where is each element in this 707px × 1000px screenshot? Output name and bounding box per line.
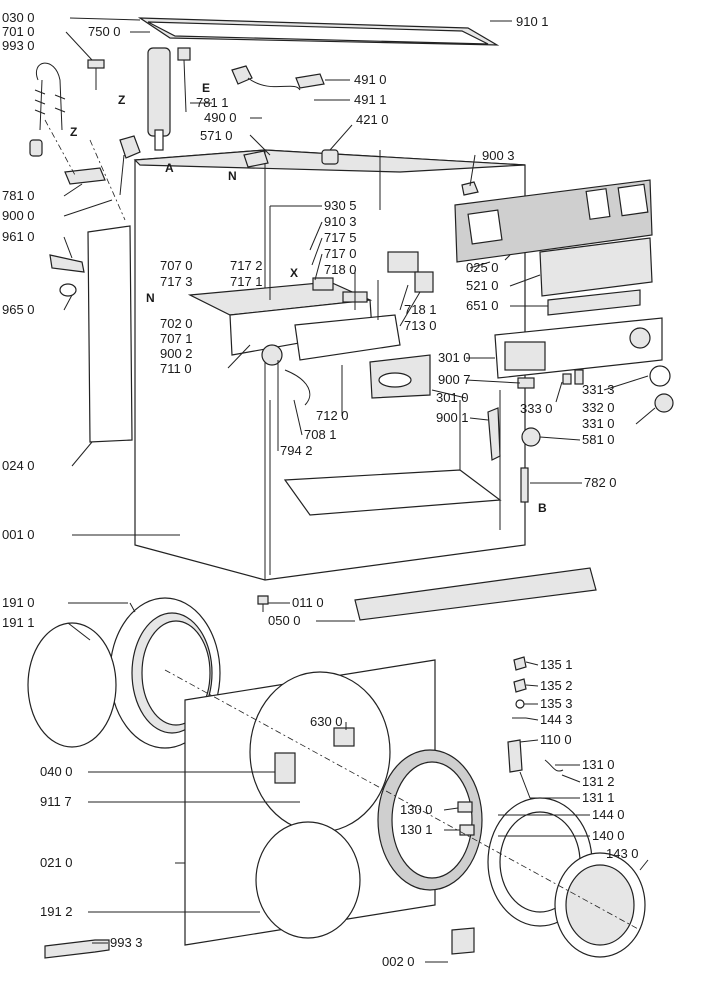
label-717-1: 717 1 <box>230 274 263 289</box>
label-707-1: 707 1 <box>160 331 193 346</box>
letter-z-top: Z <box>118 93 125 107</box>
label-144-0: 144 0 <box>592 807 625 822</box>
label-025-0: 025 0 <box>466 260 499 275</box>
letter-a: A <box>165 161 174 175</box>
label-021-0: 021 0 <box>40 855 73 870</box>
label-001-0: 001 0 <box>2 527 35 542</box>
label-993-0: 993 0 <box>2 38 35 53</box>
label-961-0: 961 0 <box>2 229 35 244</box>
label-143-0: 143 0 <box>606 846 639 861</box>
label-571-0: 571 0 <box>200 128 233 143</box>
label-750-0: 750 0 <box>88 24 121 39</box>
label-490-0: 490 0 <box>204 110 237 125</box>
letter-b: B <box>538 501 547 515</box>
label-024-0: 024 0 <box>2 458 35 473</box>
label-713-0: 713 0 <box>404 318 437 333</box>
control-panel <box>454 179 674 503</box>
label-491-1: 491 1 <box>354 92 387 107</box>
label-191-0: 191 0 <box>2 595 35 610</box>
label-130-1: 130 1 <box>400 822 433 837</box>
label-191-1: 191 1 <box>2 615 35 630</box>
damper-z <box>147 47 191 151</box>
label-030-0: 030 0 <box>2 10 35 25</box>
front-panel <box>184 659 436 946</box>
label-130-0: 130 0 <box>400 802 433 817</box>
kick-plate <box>257 567 597 621</box>
letter-e: E <box>202 81 210 95</box>
label-702-0: 702 0 <box>160 316 193 331</box>
label-711-0: 711 0 <box>160 361 192 376</box>
label-717-2: 717 2 <box>230 258 263 273</box>
label-581-0: 581 0 <box>582 432 615 447</box>
label-965-0: 965 0 <box>2 302 35 317</box>
label-050-0: 050 0 <box>268 613 301 628</box>
label-333-0: 333 0 <box>520 401 553 416</box>
label-717-5: 717 5 <box>324 230 357 245</box>
filler-hose-assembly <box>29 59 106 185</box>
label-630-0: 630 0 <box>310 714 343 729</box>
label-900-3: 900 3 <box>482 148 515 163</box>
label-993-3: 993 3 <box>110 935 143 950</box>
cabinet-body <box>133 149 526 581</box>
inlet-valve <box>119 65 339 196</box>
label-110-0: 110 0 <box>540 732 572 747</box>
label-910-3: 910 3 <box>324 214 357 229</box>
drain-tool <box>44 939 110 959</box>
label-521-0: 521 0 <box>466 278 499 293</box>
detergent-dispenser <box>187 251 434 406</box>
label-331-0: 331 0 <box>582 416 615 431</box>
label-131-2: 131 2 <box>582 774 615 789</box>
label-900-2: 900 2 <box>160 346 193 361</box>
label-011-0: 011 0 <box>292 595 324 610</box>
label-491-0: 491 0 <box>354 72 387 87</box>
label-135-2: 135 2 <box>540 678 573 693</box>
label-911-7: 911 7 <box>40 794 72 809</box>
letter-n-top: N <box>228 169 237 183</box>
label-900-0: 900 0 <box>2 208 35 223</box>
label-930-5: 930 5 <box>324 198 357 213</box>
reference-letters: Z Z E N A X N B <box>70 81 547 515</box>
leader-lines <box>63 17 656 963</box>
letter-n-mid: N <box>146 291 155 305</box>
label-782-0: 782 0 <box>584 475 617 490</box>
label-718-1: 718 1 <box>404 302 437 317</box>
label-910-1: 910 1 <box>516 14 549 29</box>
label-794-2: 794 2 <box>280 443 313 458</box>
label-707-0: 707 0 <box>160 258 193 273</box>
label-708-1: 708 1 <box>304 427 337 442</box>
top-lid <box>137 17 500 46</box>
part-labels: 030 0 701 0 993 0 750 0 910 1 491 0 491 … <box>2 10 639 969</box>
label-781-1: 781 1 <box>196 95 229 110</box>
label-701-0: 701 0 <box>2 24 35 39</box>
label-131-0: 131 0 <box>582 757 615 772</box>
letter-x: X <box>290 266 298 280</box>
label-002-0: 002 0 <box>382 954 415 969</box>
label-712-0: 712 0 <box>316 408 349 423</box>
rear-panel <box>49 225 133 443</box>
label-331-3: 331 3 <box>582 382 615 397</box>
label-900-1: 900 1 <box>436 410 469 425</box>
label-135-3: 135 3 <box>540 696 573 711</box>
axis-lines <box>44 119 641 931</box>
label-131-1: 131 1 <box>582 790 615 805</box>
label-421-0: 421 0 <box>356 112 389 127</box>
label-144-3: 144 3 <box>540 712 573 727</box>
label-717-0: 717 0 <box>324 246 357 261</box>
label-900-7: 900 7 <box>438 372 471 387</box>
door-lock-hardware <box>507 656 564 773</box>
letter-z-left: Z <box>70 125 77 139</box>
label-301-0-top: 301 0 <box>438 350 471 365</box>
label-332-0: 332 0 <box>582 400 615 415</box>
label-717-3: 717 3 <box>160 274 193 289</box>
label-140-0: 140 0 <box>592 828 625 843</box>
label-651-0: 651 0 <box>466 298 499 313</box>
label-718-0: 718 0 <box>324 262 357 277</box>
label-040-0: 040 0 <box>40 764 73 779</box>
label-781-0: 781 0 <box>2 188 35 203</box>
label-191-2: 191 2 <box>40 904 73 919</box>
label-301-0-bottom: 301 0 <box>436 390 469 405</box>
label-135-1: 135 1 <box>540 657 573 672</box>
